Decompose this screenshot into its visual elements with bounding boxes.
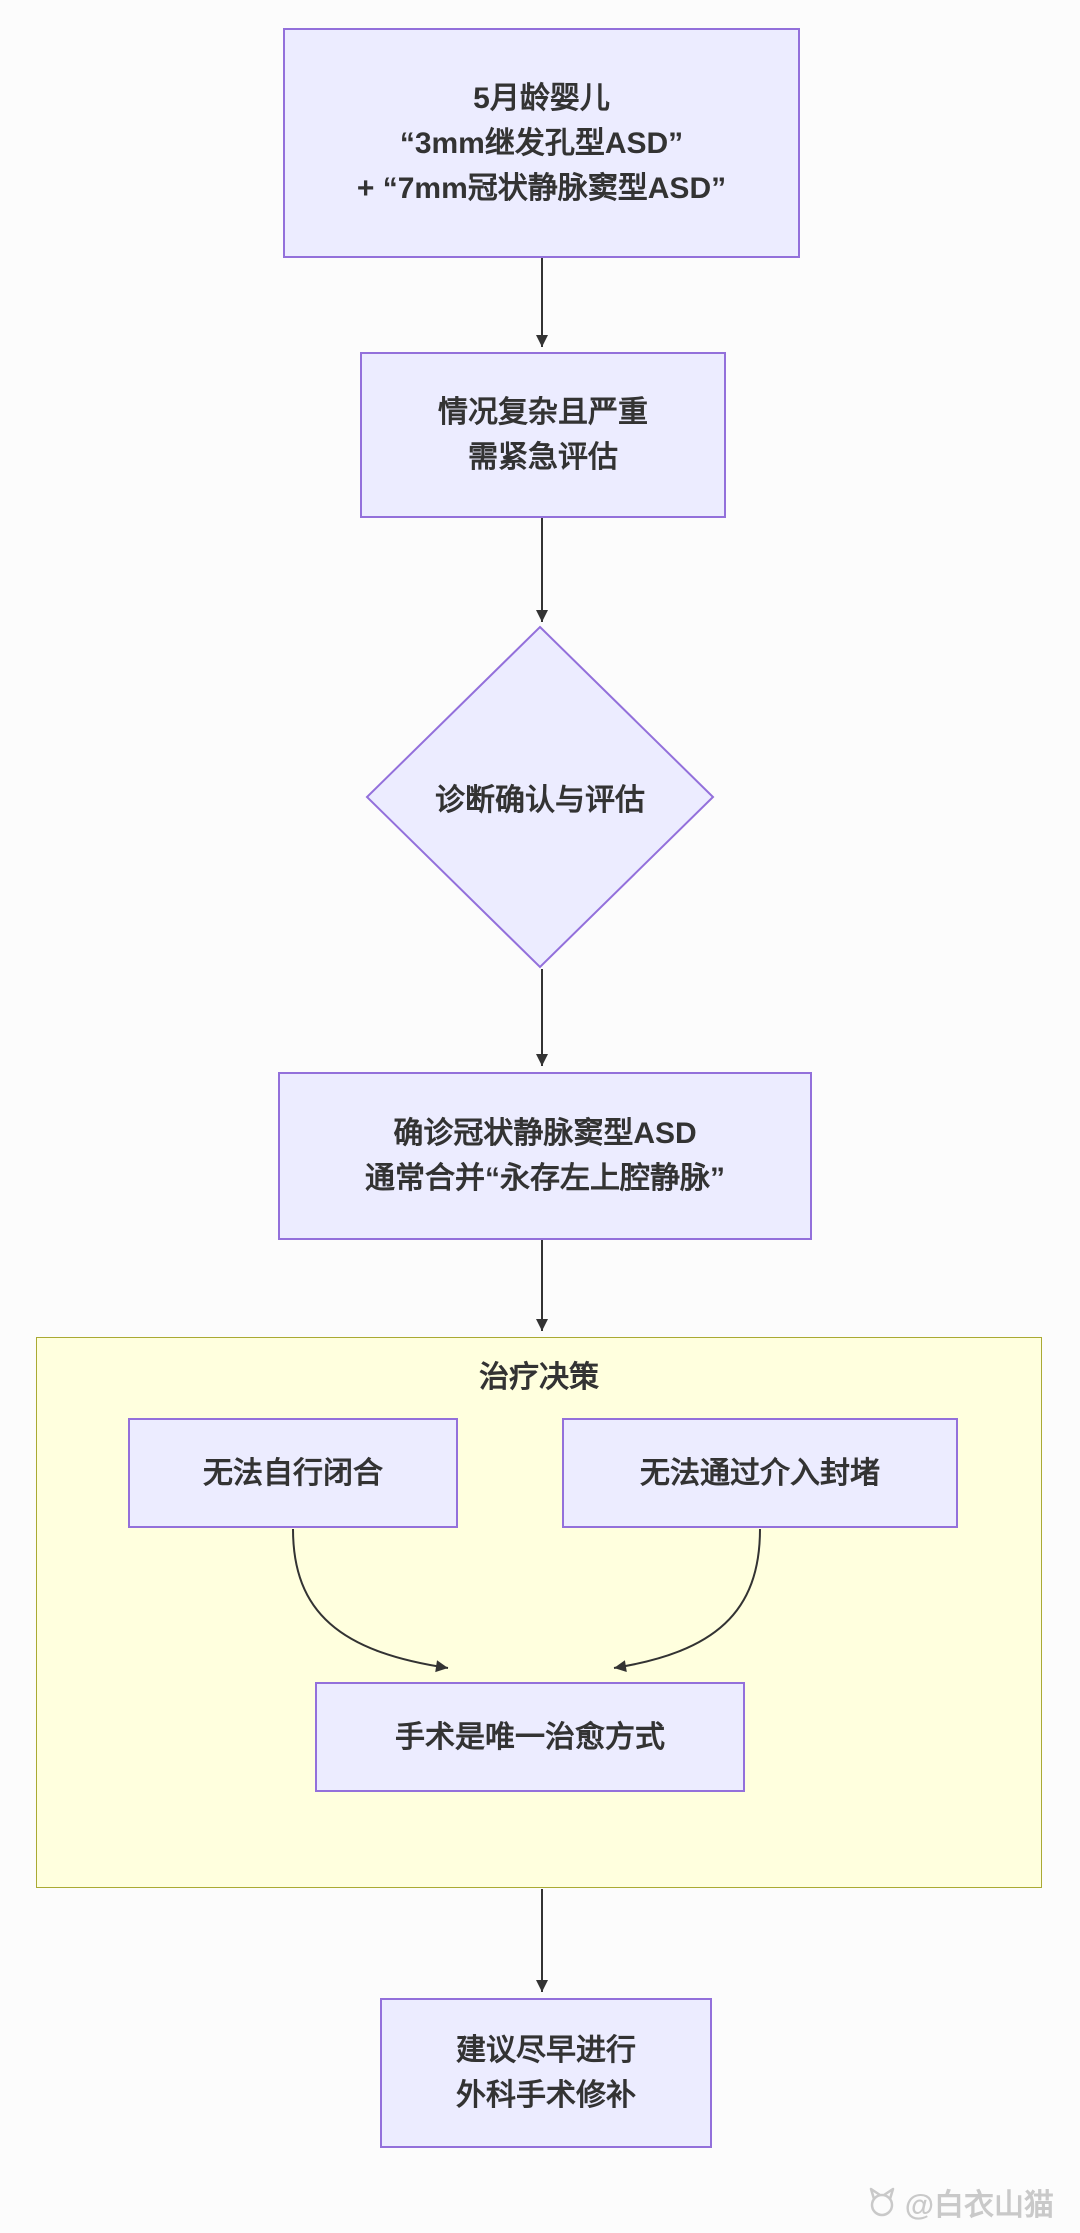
node-text-line: 外科手术修补 bbox=[456, 2079, 636, 2112]
node-text-line: 需紧急评估 bbox=[468, 441, 618, 474]
node-surgery-only-cure: 手术是唯一治愈方式 bbox=[315, 1682, 745, 1792]
watermark: @白衣山猫 bbox=[865, 2180, 1054, 2224]
node-cannot-self-close: 无法自行闭合 bbox=[128, 1418, 458, 1528]
node-text-line: “3mm继发孔型ASD” bbox=[399, 126, 684, 160]
cat-icon bbox=[869, 2187, 894, 2217]
watermark-handle: @白衣山猫 bbox=[904, 2189, 1054, 2222]
node-confirmed-diagnosis: 确诊冠状静脉窦型ASD 通常合并“永存左上腔静脉” bbox=[278, 1072, 812, 1240]
node-text-line: 手术是唯一治愈方式 bbox=[395, 1720, 665, 1754]
node-text-line: 情况复杂且严重 bbox=[438, 396, 648, 429]
node-text-line: 无法自行闭合 bbox=[203, 1456, 383, 1490]
subgraph-title: 治疗决策 bbox=[479, 1361, 599, 1394]
decision-diagnosis: 诊断确认与评估 bbox=[365, 625, 715, 969]
node-text-line: 建议尽早进行 bbox=[456, 2034, 636, 2067]
node-urgent-evaluation: 情况复杂且严重 需紧急评估 bbox=[360, 352, 726, 518]
diamond-shape bbox=[365, 625, 715, 969]
node-text-line: + “7mm冠状静脉窦型ASD” bbox=[356, 171, 727, 205]
node-recommendation: 建议尽早进行 外科手术修补 bbox=[380, 1998, 712, 2148]
node-text-line: 无法通过介入封堵 bbox=[640, 1456, 880, 1490]
node-text-line: 通常合并“永存左上腔静脉” bbox=[365, 1162, 725, 1195]
node-patient-info: 5月龄婴儿 “3mm继发孔型ASD” + “7mm冠状静脉窦型ASD” bbox=[283, 28, 800, 258]
node-text-line: 确诊冠状静脉窦型ASD bbox=[393, 1117, 697, 1150]
node-cannot-intervention: 无法通过介入封堵 bbox=[562, 1418, 958, 1528]
decision-label: 诊断确认与评估 bbox=[435, 784, 645, 817]
node-text-line: 5月龄婴儿 bbox=[473, 81, 610, 115]
